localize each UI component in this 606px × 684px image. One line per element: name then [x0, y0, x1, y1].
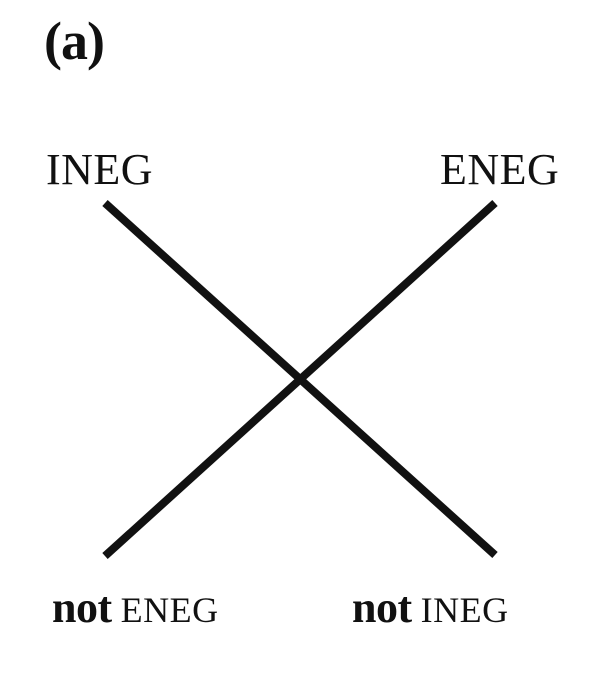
- label-ineg-top: INEG: [46, 145, 154, 194]
- line-eneg-to-not-eneg: [102, 200, 498, 559]
- negation-word-bottom-right: not: [352, 583, 412, 632]
- panel-label: (a): [44, 11, 105, 71]
- term-word-bottom-left: ENEG: [120, 590, 219, 630]
- term-word-bottom-right: INEG: [420, 590, 509, 630]
- label-eneg-top: ENEG: [440, 145, 560, 194]
- negation-word-bottom-left: not: [52, 583, 112, 632]
